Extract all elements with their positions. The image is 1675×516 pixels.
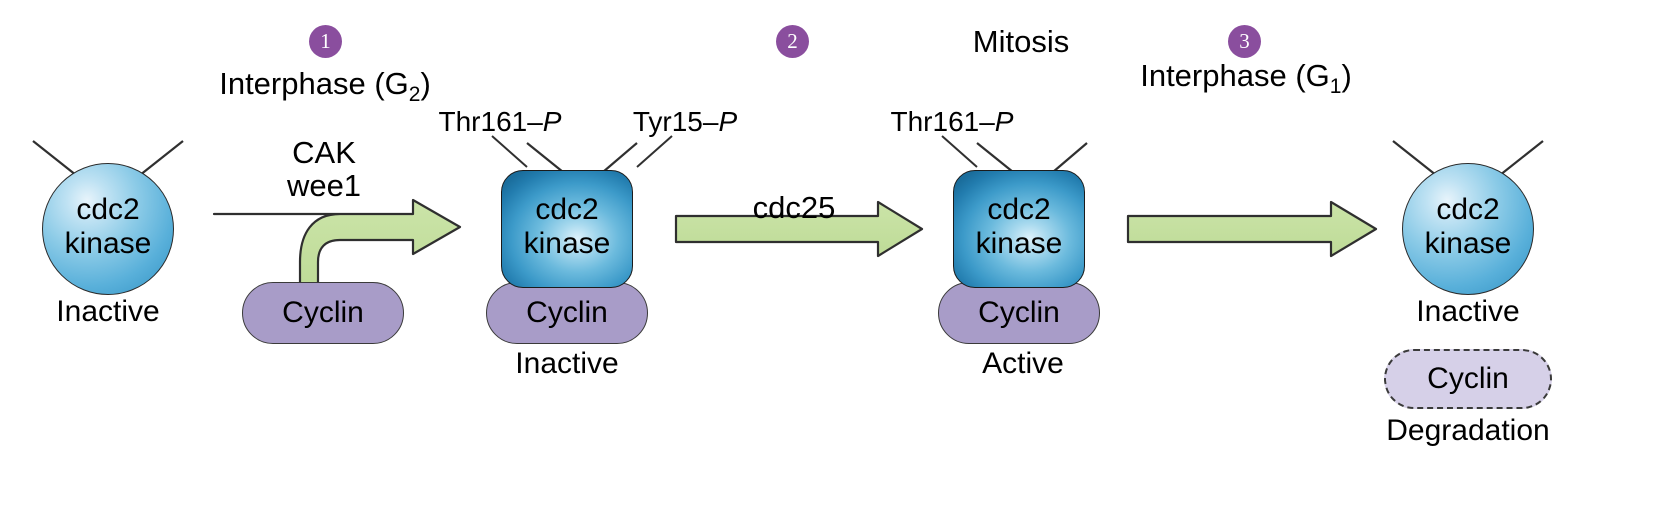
kinase-line-2: kinase xyxy=(975,226,1063,260)
state-label-node4: Inactive xyxy=(1416,295,1520,328)
cyclin-complex-1[interactable]: Cyclin xyxy=(486,282,648,344)
cdc2-kinase-circle-2[interactable]: cdc2 kinase xyxy=(1402,163,1534,295)
state-label-degradation: Degradation xyxy=(1386,414,1550,447)
antenna-lines-node2 xyxy=(526,142,638,173)
kinase-line-1: cdc2 xyxy=(1436,193,1500,226)
phospho-residue: Thr161 xyxy=(438,106,528,137)
cdc2-kinase-box-1-label: cdc2 kinase xyxy=(502,193,632,260)
phospho-dash: – xyxy=(527,106,543,137)
cdc2-kinase-box-2-label: cdc2 kinase xyxy=(954,193,1084,260)
kinase-line-1: cdc2 xyxy=(987,193,1051,226)
phospho-residue: Tyr15 xyxy=(632,106,703,137)
phospho-dash: – xyxy=(702,106,719,137)
phase-label-3-close: ) xyxy=(1341,58,1352,93)
arrow-3 xyxy=(1126,200,1378,258)
arrow-1-branched xyxy=(212,198,462,290)
step-badge-1[interactable]: 1 xyxy=(309,25,342,58)
step-badge-3[interactable]: 3 xyxy=(1228,25,1261,58)
phase-label-1-sub: 2 xyxy=(408,83,421,106)
enzyme-label-cdc25: cdc25 xyxy=(752,190,836,225)
phase-label-3: Interphase (G1) xyxy=(1102,58,1390,97)
phase-label-1-close: ) xyxy=(420,66,431,101)
phospho-p: P xyxy=(542,106,562,137)
phase-label-1: Interphase (G2) xyxy=(180,66,470,105)
cdc2-kinase-circle-1[interactable]: cdc2 kinase xyxy=(42,163,174,295)
phospho-dash: – xyxy=(979,106,995,137)
cyclin-complex-2[interactable]: Cyclin xyxy=(938,282,1100,344)
cyclin-free[interactable]: Cyclin xyxy=(242,282,404,344)
enzyme-label-wee1: wee1 xyxy=(286,168,362,203)
kinase-line-2: kinase xyxy=(64,226,152,260)
phase-label-2: Mitosis xyxy=(972,24,1070,59)
cdc2-kinase-box-2[interactable]: cdc2 kinase xyxy=(953,170,1085,288)
phospho-label-thr161-complex2: Thr161–P xyxy=(872,107,1032,136)
phospho-residue: Thr161 xyxy=(890,106,980,137)
cdc2-kinase-box-1[interactable]: cdc2 kinase xyxy=(501,170,633,288)
phase-label-1-text: Interphase (G xyxy=(219,66,409,101)
kinase-line-2: kinase xyxy=(523,226,611,260)
cdc2-kinase-circle-2-label: cdc2 kinase xyxy=(1403,193,1533,260)
step-badge-2[interactable]: 2 xyxy=(776,25,809,58)
phospho-label-thr161-complex1: Thr161–P xyxy=(420,107,580,136)
phase-label-3-text: Interphase (G xyxy=(1140,58,1330,93)
cyclin-degraded[interactable]: Cyclin xyxy=(1384,349,1552,409)
phospho-p: P xyxy=(994,106,1014,137)
state-label-node3: Active xyxy=(982,347,1064,380)
phospho-leader-lines xyxy=(491,135,978,168)
kinase-line-1: cdc2 xyxy=(535,193,599,226)
cdc2-kinase-circle-1-label: cdc2 kinase xyxy=(43,193,173,260)
phase-label-3-sub: 1 xyxy=(1329,75,1342,98)
antenna-lines-node3 xyxy=(976,142,1088,173)
state-label-node2: Inactive xyxy=(515,347,619,380)
phospho-label-tyr15-complex1: Tyr15–P xyxy=(610,107,760,136)
phospho-p: P xyxy=(718,106,738,137)
enzyme-label-cak: CAK xyxy=(292,135,356,170)
kinase-line-2: kinase xyxy=(1424,226,1512,260)
state-label-node1: Inactive xyxy=(56,295,160,328)
kinase-line-1: cdc2 xyxy=(76,193,140,226)
